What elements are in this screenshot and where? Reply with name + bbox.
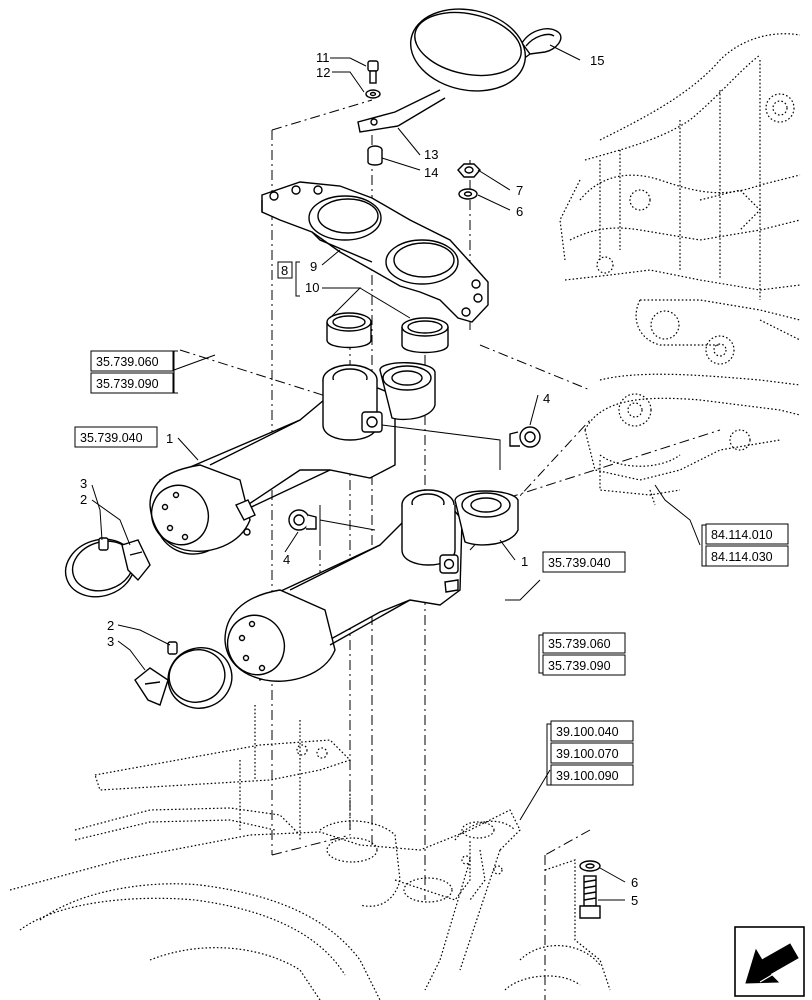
callout-15: 15 — [590, 53, 604, 68]
bracket-plate-part-9 — [261, 181, 489, 323]
callout-6-upper: 6 — [516, 204, 523, 219]
callout-4-upper: 4 — [543, 391, 550, 406]
callout-3-lower: 3 — [107, 634, 114, 649]
leader-lines — [91, 44, 701, 901]
ref-35-739-040-left: 35.739.040 — [80, 431, 143, 445]
callout-14: 14 — [424, 165, 438, 180]
steering-cylinder-part-1-lower — [224, 489, 519, 682]
callout-5: 5 — [631, 893, 638, 908]
ref-brackets — [173, 261, 706, 786]
callout-7: 7 — [516, 183, 523, 198]
ref-35-739-060-upper: 35.739.060 — [96, 355, 159, 369]
callout-8: 8 — [281, 263, 288, 278]
arrow-down-left-icon — [745, 943, 799, 984]
protector-part-3-lower — [134, 667, 169, 706]
callout-2-lower: 2 — [107, 618, 114, 633]
callout-1-lower: 1 — [521, 554, 528, 569]
tie-strap-part-15 — [521, 28, 562, 61]
callout-4-lower: 4 — [283, 552, 290, 567]
ref-box-group-39-100: 39.100.040 39.100.070 39.100.090 — [550, 720, 634, 786]
ref-35-739-060-lower: 35.739.060 — [548, 637, 611, 651]
washer-part-12 — [365, 89, 381, 99]
callout-8-box: 8 — [277, 261, 293, 279]
nav-arrow-button[interactable] — [734, 926, 805, 997]
chassis-frame-dotted — [9, 705, 611, 1000]
washer-part-6-upper — [458, 188, 478, 200]
hose-clamp-part-13 — [357, 8, 527, 133]
callout-9: 9 — [310, 259, 317, 274]
nut-part-7 — [457, 163, 481, 178]
ref-box-group-84-114: 84.114.010 84.114.030 — [705, 523, 789, 567]
bolt-part-11 — [367, 60, 379, 84]
ref-35-739-040-right: 35.739.040 — [548, 556, 611, 570]
ref-84-114-030: 84.114.030 — [711, 550, 773, 564]
ref-39-100-070: 39.100.070 — [556, 747, 619, 761]
callout-13: 13 — [424, 147, 438, 162]
loader-frame-dotted — [559, 33, 801, 506]
bushing-part-10-left — [326, 312, 372, 349]
protector-part-3-upper — [121, 539, 151, 582]
ref-84-114-010: 84.114.010 — [711, 528, 773, 542]
spacer-part-14 — [367, 145, 383, 166]
bushing-part-10-right — [401, 317, 449, 354]
grease-fitting-part-4-upper — [381, 424, 541, 470]
ref-box-group-lower-mid: 35.739.060 35.739.090 — [542, 632, 626, 676]
ref-39-100-040: 39.100.040 — [556, 725, 619, 739]
callout-11: 11 — [316, 50, 330, 65]
grease-fitting-part-4-lower — [288, 505, 376, 545]
ref-39-100-090: 39.100.090 — [556, 769, 619, 783]
callout-6-lower: 6 — [631, 875, 638, 890]
ref-box-35-739-040-left: 35.739.040 — [74, 426, 158, 448]
callout-2-upper: 2 — [80, 492, 87, 507]
ref-35-739-090-upper: 35.739.090 — [96, 377, 159, 391]
callout-3-upper: 3 — [80, 476, 87, 491]
washer-part-6-lower — [579, 860, 601, 872]
callout-10: 10 — [305, 280, 319, 295]
callout-12: 12 — [316, 65, 330, 80]
callout-numbers: 11 12 15 13 14 7 6 9 10 4 1 3 2 4 1 2 3 … — [80, 50, 638, 908]
ref-35-739-090-lower: 35.739.090 — [548, 659, 611, 673]
bolt-part-5 — [579, 875, 601, 919]
steering-cylinder-part-1-upper — [149, 362, 436, 555]
ref-box-group-upper-left: 35.739.060 35.739.090 — [90, 350, 174, 394]
callout-1-upper: 1 — [166, 431, 173, 446]
ref-box-35-739-040-right: 35.739.040 — [542, 551, 626, 573]
clamp-ring-part-2-lower — [167, 641, 233, 709]
